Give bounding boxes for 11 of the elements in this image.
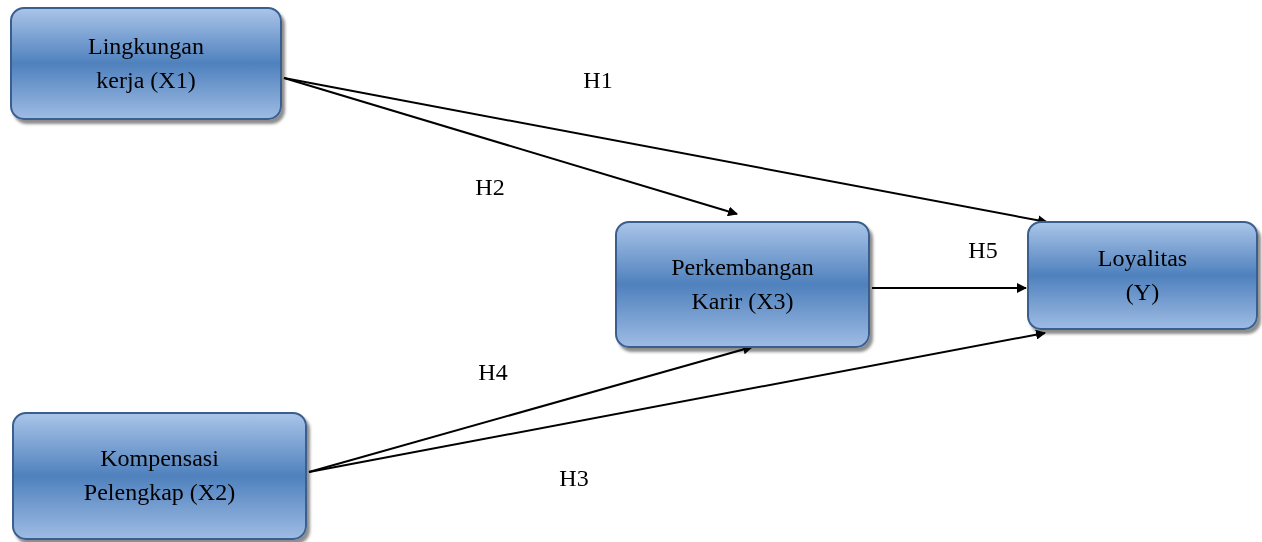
process-box [1027, 221, 1258, 330]
arrow [283, 77, 738, 217]
arrow [308, 329, 1046, 473]
process-box [615, 221, 870, 348]
box-label: Perkembangan Karir (X3) [670, 252, 815, 316]
process-box [10, 7, 282, 120]
arrow [871, 283, 1027, 293]
box-label: Kompensasi Pelengkap (X2) [82, 444, 237, 507]
box-label: Loyalitas (Y) [1096, 243, 1189, 307]
process-box [12, 412, 307, 540]
box-label: Lingkungan kerja (X1) [87, 31, 205, 95]
